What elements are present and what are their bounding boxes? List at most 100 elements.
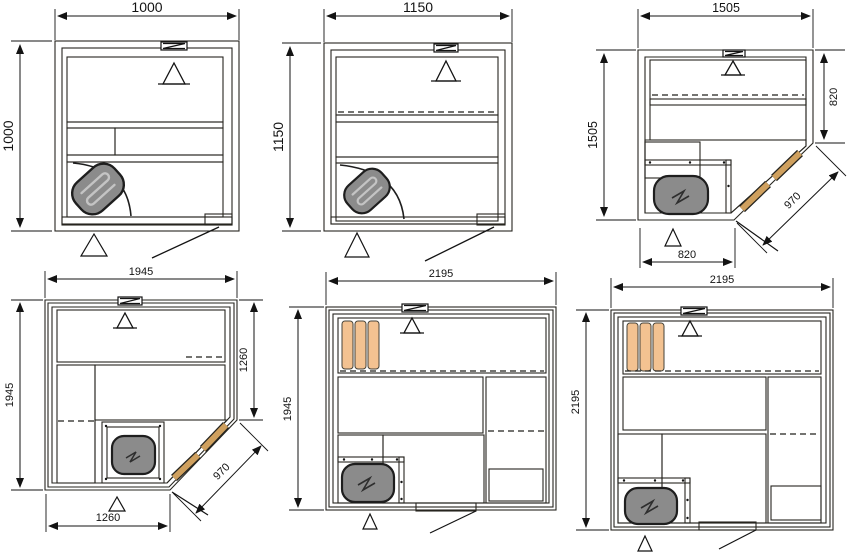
dimension-top: 1945 bbox=[44, 266, 238, 298]
door-marker-icon bbox=[79, 232, 109, 257]
plan-sauna-1150x1150: 1150 1150 bbox=[270, 0, 513, 262]
door-jamb bbox=[204, 213, 233, 226]
lower-bench bbox=[337, 376, 484, 434]
bench-rail bbox=[66, 121, 224, 129]
plan-sauna-2195x2195: 2195 2195 bbox=[570, 274, 834, 552]
wall-frame-mid bbox=[328, 309, 554, 508]
dim-top-label: 1000 bbox=[131, 0, 162, 15]
upper-bench bbox=[335, 56, 499, 116]
vent-icon bbox=[160, 41, 188, 51]
upper-bench bbox=[66, 56, 224, 123]
dimension-left: 1945 bbox=[282, 306, 324, 511]
wall-frame bbox=[323, 42, 513, 232]
upper-bench bbox=[622, 320, 822, 375]
dimension-left: 1505 bbox=[586, 49, 636, 221]
dim-left-label: 2195 bbox=[570, 390, 582, 414]
bench-rail bbox=[66, 154, 224, 163]
bench-rail bbox=[335, 156, 499, 164]
dim-diagonal-label: 970 bbox=[211, 461, 232, 482]
dimension-left: 1150 bbox=[270, 42, 321, 232]
heater-position-icon bbox=[678, 319, 702, 337]
heater-guard-rail bbox=[725, 159, 732, 214]
dimension-left: 2195 bbox=[570, 309, 609, 531]
heater-guard-rail bbox=[684, 477, 691, 524]
upper-bench bbox=[56, 309, 226, 363]
dimension-right: 820 bbox=[815, 49, 845, 144]
dimension-bottom: 1260 bbox=[45, 494, 171, 532]
heater-icon bbox=[343, 167, 391, 215]
wall-frame bbox=[637, 49, 814, 221]
door-marker-icon bbox=[344, 231, 370, 258]
dimension-top: 1000 bbox=[54, 0, 240, 40]
heater-position-icon bbox=[158, 61, 190, 85]
door-marker-icon bbox=[637, 534, 653, 552]
dim-bottom-label: 1260 bbox=[96, 512, 120, 524]
heater-position-icon bbox=[721, 59, 745, 76]
dimension-bottom: 820 bbox=[639, 228, 736, 268]
middle-bench bbox=[94, 364, 226, 421]
dim-top-label: 2195 bbox=[710, 274, 734, 286]
side-bench bbox=[56, 364, 96, 484]
dim-right-label: 1260 bbox=[238, 348, 250, 372]
wall-frame-mid bbox=[47, 302, 235, 488]
door-swing-line bbox=[424, 226, 495, 262]
door-sill bbox=[415, 502, 477, 512]
dimension-top: 2195 bbox=[325, 268, 557, 305]
dim-right-label: 820 bbox=[828, 88, 840, 106]
dim-top-label: 1150 bbox=[403, 0, 433, 15]
side-bench bbox=[485, 376, 547, 504]
heater-icon bbox=[652, 174, 710, 216]
plan-sauna-1945x1945: 1945 1945 1260 970 1260 bbox=[4, 266, 269, 532]
floor-boards bbox=[335, 162, 499, 222]
heater-guard-rail bbox=[398, 456, 405, 504]
vent-icon bbox=[433, 43, 459, 53]
side-sub-bench bbox=[488, 468, 544, 502]
heater-icon bbox=[340, 462, 396, 504]
wall-frame-mid bbox=[613, 312, 831, 528]
vent-icon bbox=[722, 49, 746, 58]
floor-boards bbox=[382, 434, 485, 504]
door-swing-line bbox=[718, 529, 757, 550]
bench-rail bbox=[335, 114, 499, 123]
side-sub-bench bbox=[770, 485, 822, 521]
dimension-right: 1260 bbox=[238, 299, 263, 421]
heater-enclosure-rail bbox=[101, 421, 165, 484]
dim-top-label: 1505 bbox=[712, 1, 740, 15]
lower-bench bbox=[114, 127, 224, 156]
dimension-left: 1945 bbox=[4, 299, 43, 491]
upper-bench bbox=[337, 317, 547, 374]
plan-sauna-1000x1000: 1000 1000 bbox=[0, 0, 240, 259]
dim-top-label: 1945 bbox=[129, 266, 153, 278]
door-swing-line bbox=[735, 220, 779, 252]
heater-guard-rail bbox=[644, 159, 732, 166]
dimension-left: 1000 bbox=[0, 40, 52, 232]
dim-left-label: 1150 bbox=[270, 122, 286, 152]
door-leaf bbox=[171, 422, 230, 482]
wall-frame bbox=[44, 299, 238, 491]
heater-icon bbox=[70, 162, 126, 216]
door-jamb bbox=[476, 213, 506, 226]
dim-left-label: 1000 bbox=[0, 120, 16, 151]
door-marker-icon bbox=[362, 512, 378, 530]
heater-position-icon bbox=[431, 59, 461, 82]
vent-icon bbox=[680, 306, 708, 316]
headrest-boards bbox=[341, 320, 380, 370]
door-swing-line bbox=[151, 226, 220, 259]
plan-sauna-1505x1505: 1505 1505 820 970 820 bbox=[586, 1, 847, 268]
lower-bench bbox=[335, 121, 499, 158]
heater-icon bbox=[110, 434, 157, 476]
upper-bench bbox=[649, 59, 807, 141]
dim-left-label: 1945 bbox=[282, 397, 294, 421]
gray-platform bbox=[66, 127, 116, 156]
dimension-top: 1505 bbox=[637, 1, 814, 48]
dim-top-label: 2195 bbox=[429, 268, 453, 280]
door-swing-line bbox=[171, 491, 209, 516]
dim-bottom-label: 820 bbox=[678, 249, 696, 261]
headrest-boards bbox=[626, 322, 665, 372]
heater-position-icon bbox=[113, 311, 137, 329]
floor-boards bbox=[94, 419, 229, 484]
heater-icon bbox=[623, 486, 679, 526]
door-leaf bbox=[739, 149, 803, 213]
